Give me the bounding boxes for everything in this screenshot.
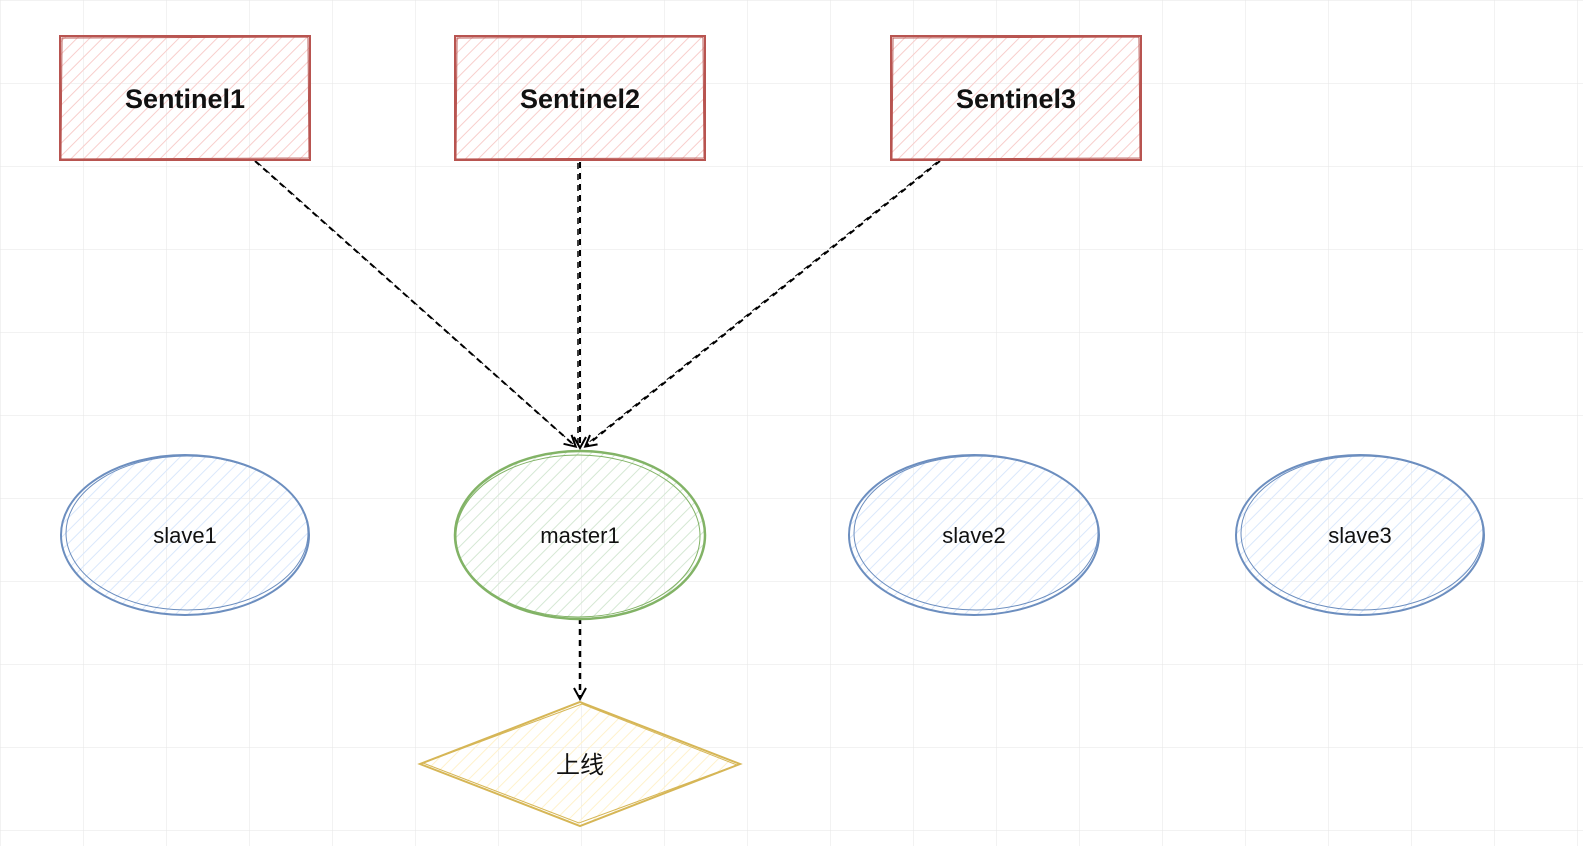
edges xyxy=(254,160,941,698)
slave-node-1[interactable]: slave1 xyxy=(60,454,310,616)
slave-label: slave3 xyxy=(1328,523,1392,548)
slave-node-3[interactable]: slave3 xyxy=(1235,454,1485,616)
sentinel-node-3[interactable]: Sentinel3 xyxy=(890,35,1142,161)
decision-node[interactable]: 上线 xyxy=(417,700,743,828)
sentinel-label: Sentinel2 xyxy=(520,84,640,114)
sentinel-node-2[interactable]: Sentinel2 xyxy=(454,35,706,161)
sentinel-node-1[interactable]: Sentinel1 xyxy=(59,35,311,161)
sentinel-label: Sentinel1 xyxy=(125,84,245,114)
edge-sentinel1-to-master1-sketch xyxy=(256,161,574,445)
master-label: master1 xyxy=(540,523,619,548)
slave-label: slave2 xyxy=(942,523,1006,548)
slave-node-2[interactable]: slave2 xyxy=(848,454,1100,616)
decision-label: 上线 xyxy=(556,751,604,779)
sentinel-label: Sentinel3 xyxy=(956,84,1076,114)
edge-sentinel3-to-master1-sketch xyxy=(587,161,938,444)
master-node[interactable]: master1 xyxy=(453,449,707,621)
edge-sentinel3-to-master1[interactable] xyxy=(586,160,941,446)
slave-label: slave1 xyxy=(153,523,217,548)
